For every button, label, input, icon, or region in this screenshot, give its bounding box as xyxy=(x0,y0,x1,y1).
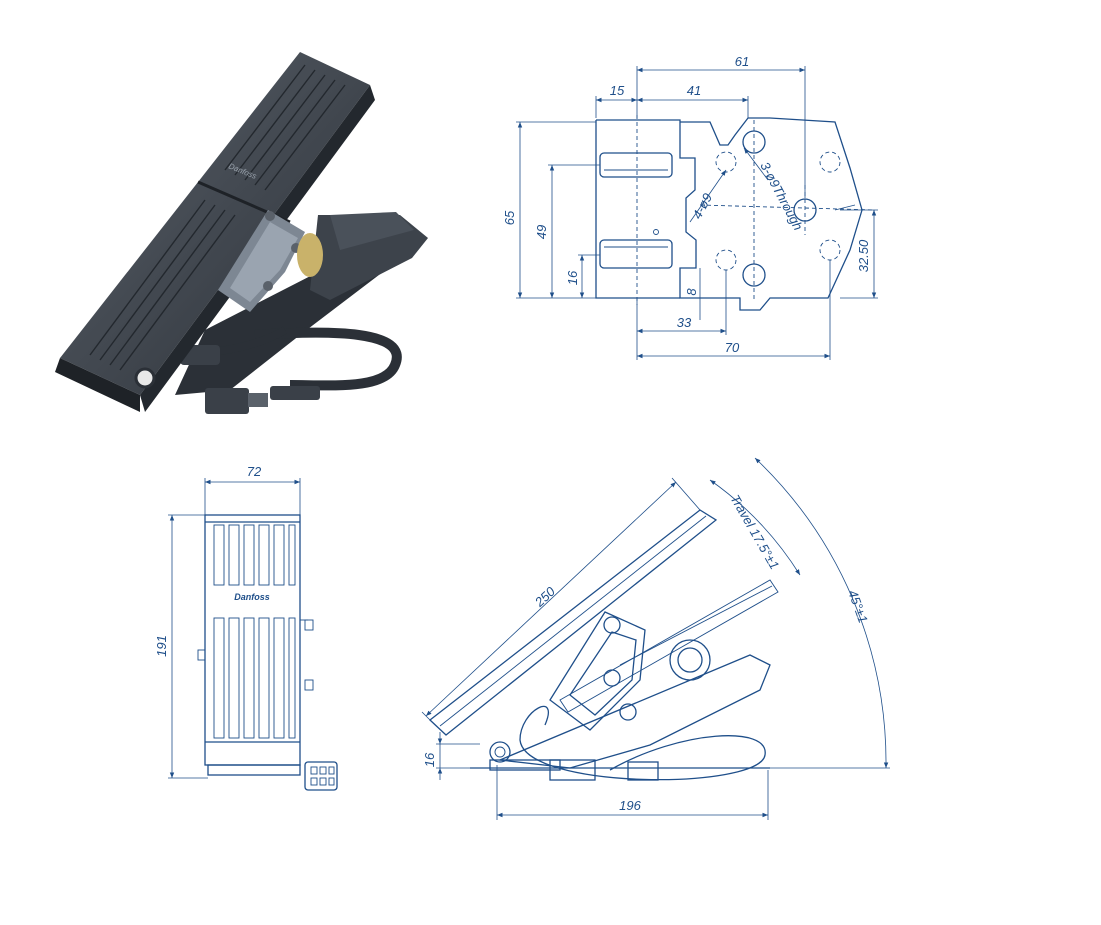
hole-note-3x9-through: 3-ø9Through xyxy=(757,159,806,232)
front-brand: Danfoss xyxy=(234,592,270,602)
top-view: 61 15 41 65 49 16 8 33 70 xyxy=(502,54,878,360)
dim-45-angle: 45°±1 xyxy=(845,588,871,625)
hole-note-4x9: 4-ø9 xyxy=(689,191,715,222)
dim-65: 65 xyxy=(502,210,517,225)
pedal-photo: Danfoss xyxy=(55,52,428,414)
dim-49: 49 xyxy=(534,225,549,239)
dim-70: 70 xyxy=(725,340,740,355)
dim-196: 196 xyxy=(619,798,641,813)
dim-16: 16 xyxy=(565,270,580,285)
dim-72: 72 xyxy=(247,464,262,479)
dim-16-side: 16 xyxy=(422,752,437,767)
front-view: Danfoss 72 191 xyxy=(154,464,338,791)
dim-8: 8 xyxy=(684,288,699,296)
dim-41: 41 xyxy=(687,83,701,98)
dim-33: 33 xyxy=(677,315,692,330)
dim-61: 61 xyxy=(735,54,749,69)
dim-191: 191 xyxy=(154,635,169,657)
dim-15: 15 xyxy=(610,83,625,98)
dim-travel: Travel 17.5°±1 xyxy=(727,492,782,572)
side-view: 250 Travel 17.5°±1 45°±1 16 196 xyxy=(421,457,890,820)
dim-32-50: 32.50 xyxy=(856,239,871,272)
dim-250: 250 xyxy=(531,583,558,610)
